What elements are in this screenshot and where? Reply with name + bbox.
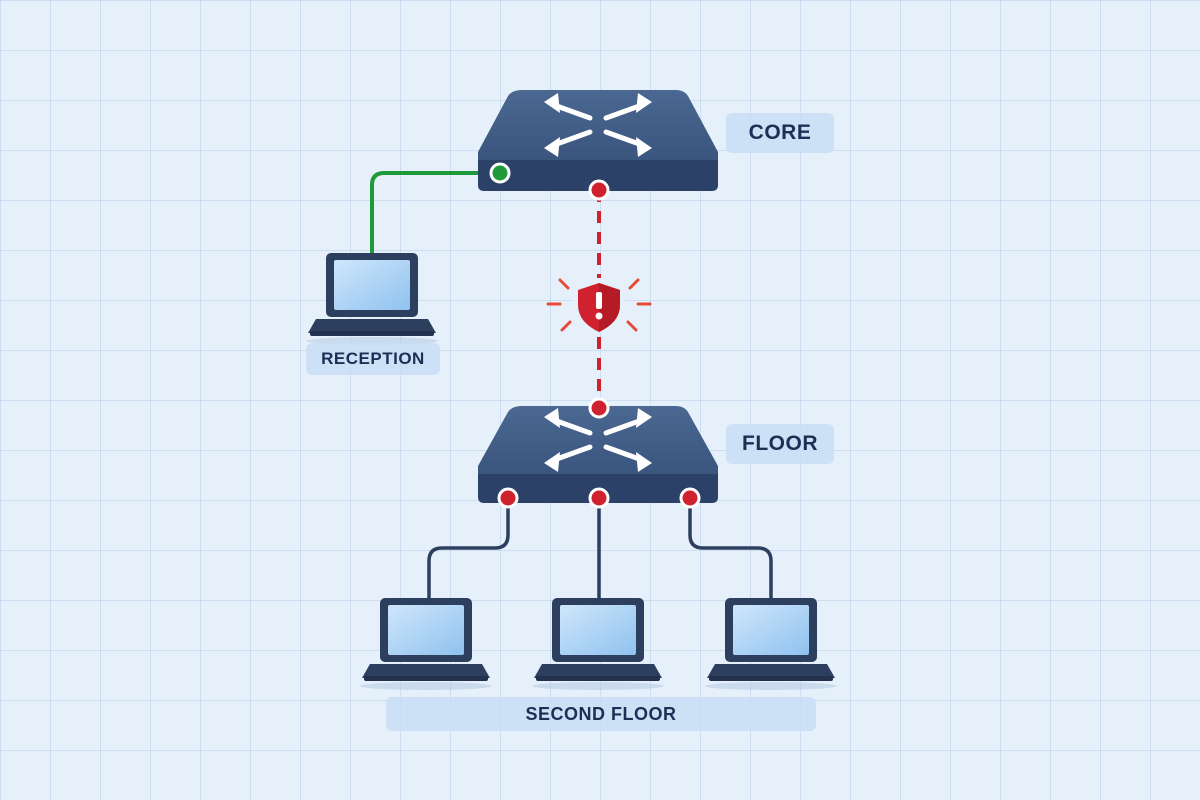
reception-label: RECEPTION: [306, 343, 440, 375]
second-floor-label: SECOND FLOOR: [386, 697, 816, 731]
reception-laptop[interactable]: [306, 253, 438, 345]
core-port-floor: [588, 179, 610, 201]
floor-port-3: [679, 487, 701, 509]
floor-port-1: [497, 487, 519, 509]
second-floor-laptop-1[interactable]: [360, 598, 492, 690]
second-floor-laptop-3[interactable]: [705, 598, 837, 690]
core-switch[interactable]: [478, 90, 718, 201]
link-floor-laptop-3: [688, 498, 773, 600]
floor-port-2: [588, 487, 610, 509]
link-core-reception: [370, 171, 500, 255]
core-switch-label: CORE: [726, 113, 834, 153]
link-floor-laptop-1: [427, 498, 510, 600]
floor-switch-label: FLOOR: [726, 424, 834, 464]
floor-port-uplink: [588, 397, 610, 419]
floor-switch[interactable]: [478, 397, 718, 509]
second-floor-laptop-2[interactable]: [532, 598, 664, 690]
core-port-reception: [489, 162, 511, 184]
shield-warning-icon: [546, 278, 652, 332]
